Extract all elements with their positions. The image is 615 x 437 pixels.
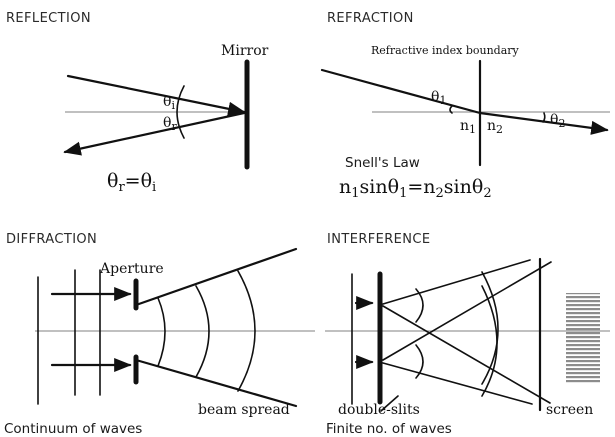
- theta1-label: θ1: [431, 89, 446, 107]
- screen-label: screen: [546, 402, 593, 418]
- n2-label: n2: [487, 118, 503, 136]
- slit-a-ray-1: [382, 259, 531, 305]
- reflection-panel: REFLECTION Mirror θi θr θr=θi: [6, 11, 269, 195]
- diffraction-panel: DIFFRACTION Aperture beam spread Continu…: [4, 232, 315, 437]
- theta-r-label: θr: [163, 115, 177, 133]
- beam-edge-bottom: [134, 358, 298, 408]
- slit-b-wavelet-1: [415, 344, 424, 379]
- theta1-arc: [449, 105, 453, 114]
- diffracted-wavefront-2: [195, 285, 210, 378]
- law-of-reflection-equation: θr=θi: [107, 170, 156, 195]
- beam-edge-top: [134, 247, 298, 307]
- reflection-heading: REFLECTION: [6, 11, 91, 26]
- interference-panel: INTERFERENCE double-slits screen Finite …: [325, 232, 610, 437]
- theta-i-label: θi: [163, 94, 175, 112]
- interference-caption: Finite no. of waves: [326, 421, 452, 437]
- mirror-label: Mirror: [221, 43, 269, 59]
- reflected-ray: [63, 111, 246, 156]
- double-slits-pointer: [380, 395, 399, 412]
- incident-ray-refraction: [320, 68, 482, 115]
- diffraction-caption: Continuum of waves: [4, 421, 142, 437]
- interference-fringes: [566, 293, 600, 383]
- diffraction-heading: DIFFRACTION: [6, 232, 97, 247]
- interference-heading: INTERFERENCE: [327, 232, 431, 247]
- slit-a-wavelet-2: [481, 271, 499, 385]
- slit-b-ray-1: [382, 261, 552, 361]
- snells-law-title: Snell's Law: [345, 155, 420, 171]
- slit-b-ray-2: [382, 362, 533, 405]
- slit-b-wavelet-2: [481, 285, 498, 397]
- slit-a-wavelet-1: [415, 288, 424, 323]
- refraction-panel: REFRACTION Refractive index boundary θ1 …: [320, 11, 610, 201]
- beam-spread-label: beam spread: [198, 402, 290, 418]
- refraction-heading: REFRACTION: [327, 11, 414, 26]
- boundary-label: Refractive index boundary: [371, 44, 520, 57]
- slit-a-ray-2: [382, 305, 551, 404]
- snells-law-equation: n1sinθ1=n2sinθ2: [339, 176, 492, 201]
- double-slits-label: double-slits: [338, 402, 420, 418]
- aperture-label: Aperture: [99, 261, 164, 277]
- diffracted-wavefront-3: [237, 270, 256, 392]
- reflection-angle-arc: [176, 85, 185, 139]
- n1-label: n1: [460, 118, 476, 136]
- theta2-label: θ2: [550, 112, 565, 130]
- diffracted-wavefront-1: [157, 297, 166, 367]
- incident-ray: [66, 74, 246, 116]
- theta2-arc: [542, 112, 546, 123]
